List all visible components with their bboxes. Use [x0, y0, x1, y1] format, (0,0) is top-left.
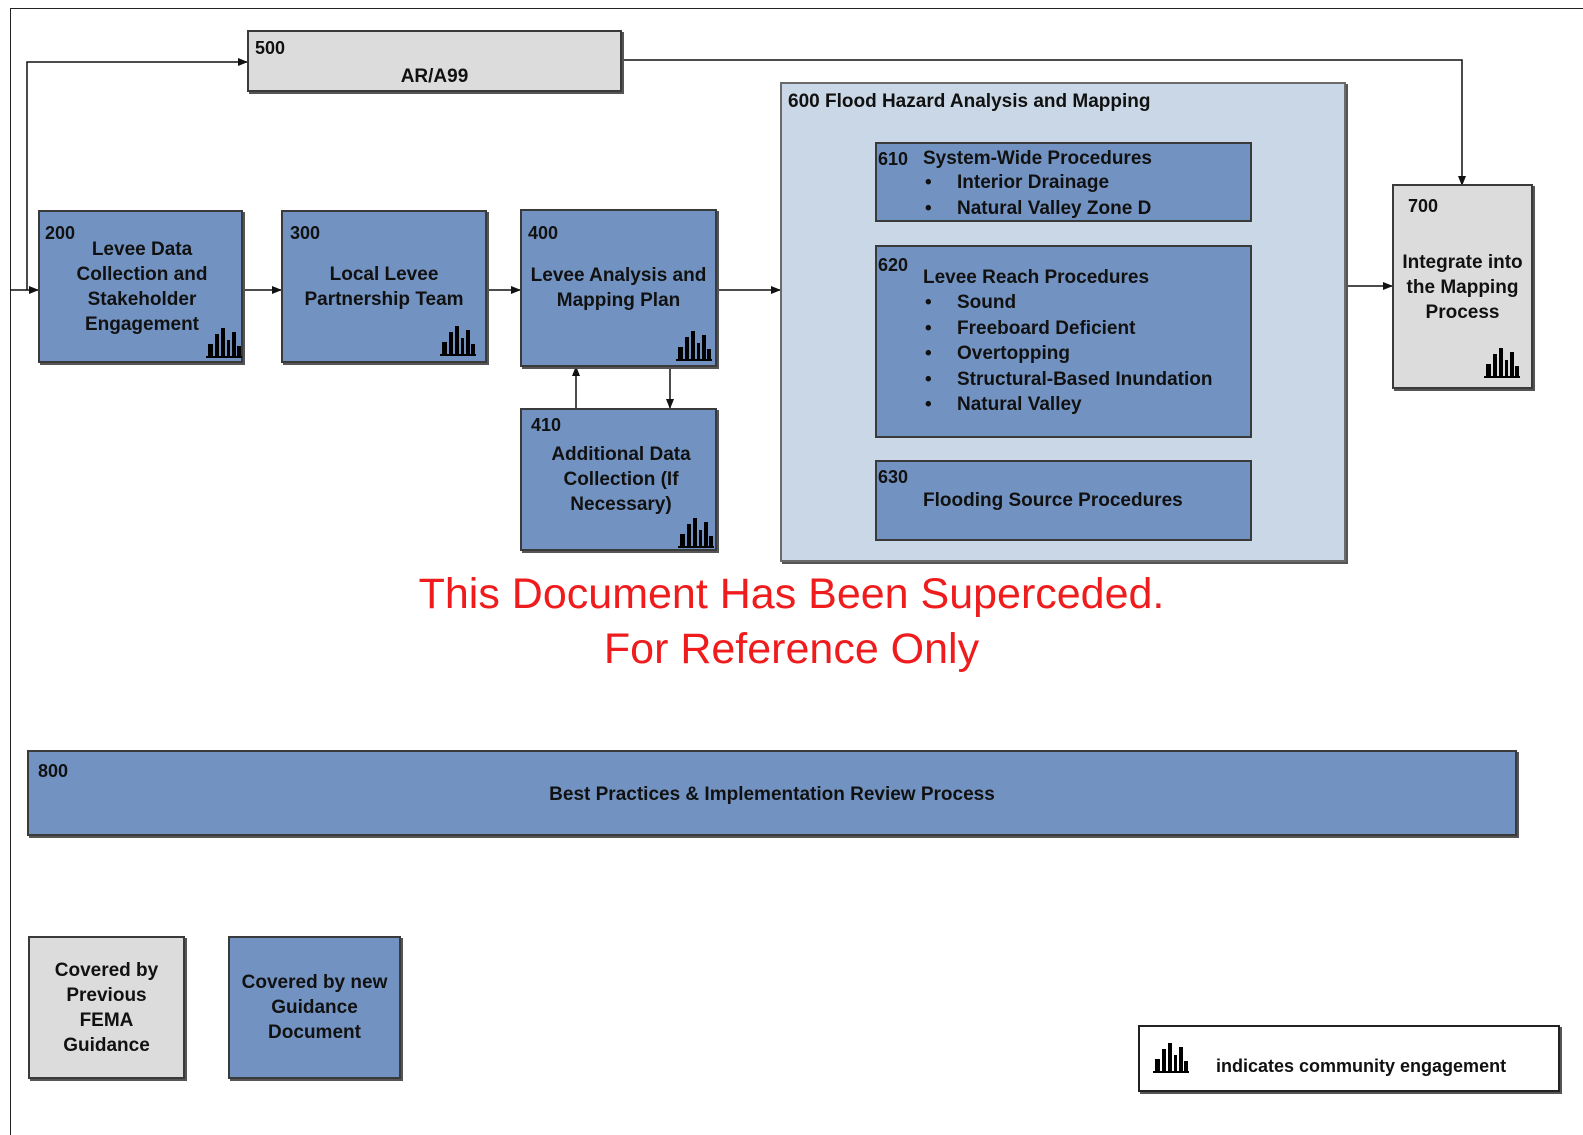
- box-600-flood-hazard-analysis: 600 Flood Hazard Analysis and Mapping 61…: [780, 82, 1346, 562]
- box-410-number: 410: [531, 415, 562, 435]
- box-300-title: Local Levee Partnership Team: [304, 264, 464, 310]
- box-400-levee-analysis-mapping-plan: 400 Levee Analysis and Mapping Plan: [520, 209, 717, 367]
- box-630-flooding-source-procedures: 630 Flooding Source Procedures: [875, 460, 1252, 541]
- box-500-ar-a99: 500 AR/A99: [247, 30, 622, 92]
- list-item: Sound: [923, 290, 1212, 316]
- list-item: Natural Valley Zone D: [923, 196, 1151, 222]
- legend-new-label: Covered by new Guidance Document: [241, 972, 388, 1043]
- list-item: Structural-Based Inundation: [923, 367, 1212, 393]
- superseded-notice-line1: This Document Has Been Superceded.: [418, 570, 1165, 618]
- box-300-local-levee-partnership-team: 300 Local Levee Partnership Team: [281, 210, 487, 363]
- community-engagement-icon: [440, 326, 476, 356]
- box-630-title: Flooding Source Procedures: [923, 490, 1183, 511]
- box-400-number: 400: [528, 223, 559, 243]
- community-engagement-icon: [678, 518, 714, 548]
- box-610-system-wide-procedures: 610 System-Wide Procedures Interior Drai…: [875, 142, 1252, 222]
- box-400-title: Levee Analysis and Mapping Plan: [530, 265, 707, 311]
- list-item: Overtopping: [923, 341, 1212, 367]
- box-800-title: Best Practices & Implementation Review P…: [549, 784, 995, 805]
- box-620-levee-reach-procedures: 620 Levee Reach Procedures Sound Freeboa…: [875, 245, 1252, 438]
- box-610-list: Interior Drainage Natural Valley Zone D: [923, 170, 1151, 221]
- legend-new-guidance-document: Covered by new Guidance Document: [228, 936, 401, 1079]
- box-800-best-practices-review: 800 Best Practices & Implementation Revi…: [27, 750, 1517, 836]
- box-500-number: 500: [255, 38, 286, 58]
- list-item: Interior Drainage: [923, 170, 1151, 196]
- box-620-title: Levee Reach Procedures: [923, 267, 1150, 288]
- box-300-number: 300: [290, 223, 321, 243]
- diagram-frame: [10, 8, 1583, 1135]
- box-700-title: Integrate into the Mapping Process: [1402, 252, 1523, 323]
- box-200-title: Levee Data Collection and Stakeholder En…: [76, 239, 208, 335]
- box-200-levee-data-collection: 200 Levee Data Collection and Stakeholde…: [38, 210, 243, 363]
- box-500-title: AR/A99: [400, 66, 469, 87]
- box-620-list: Sound Freeboard Deficient Overtopping St…: [923, 290, 1212, 418]
- community-engagement-icon: [676, 331, 712, 361]
- box-410-title: Additional Data Collection (If Necessary…: [551, 444, 691, 515]
- legend-engagement-label: indicates community engagement: [1216, 1056, 1507, 1076]
- box-700-integrate-mapping-process: 700 Integrate into the Mapping Process: [1392, 184, 1533, 389]
- box-610-title: System-Wide Procedures: [923, 148, 1152, 169]
- box-800-number: 800: [38, 761, 69, 781]
- box-630-number: 630: [878, 467, 909, 487]
- community-engagement-icon: [1484, 348, 1520, 378]
- community-engagement-icon: [206, 328, 242, 358]
- community-engagement-icon: [1153, 1043, 1189, 1073]
- box-600-title: 600 Flood Hazard Analysis and Mapping: [788, 91, 1151, 112]
- list-item: Freeboard Deficient: [923, 316, 1212, 342]
- legend-community-engagement: indicates community engagement: [1138, 1025, 1560, 1092]
- superseded-notice-line2: For Reference Only: [603, 625, 980, 673]
- arrow-500-to-700: [622, 59, 1466, 186]
- box-620-number: 620: [878, 255, 909, 275]
- arrow-to-500: [26, 58, 248, 290]
- box-200-number: 200: [45, 223, 76, 243]
- box-700-number: 700: [1408, 196, 1439, 216]
- box-410-additional-data-collection: 410 Additional Data Collection (If Neces…: [520, 408, 717, 551]
- legend-previous-fema-guidance: Covered by Previous FEMA Guidance: [28, 936, 185, 1079]
- box-610-number: 610: [878, 149, 909, 169]
- list-item: Natural Valley: [923, 392, 1212, 418]
- legend-previous-label: Covered by Previous FEMA Guidance: [54, 960, 159, 1056]
